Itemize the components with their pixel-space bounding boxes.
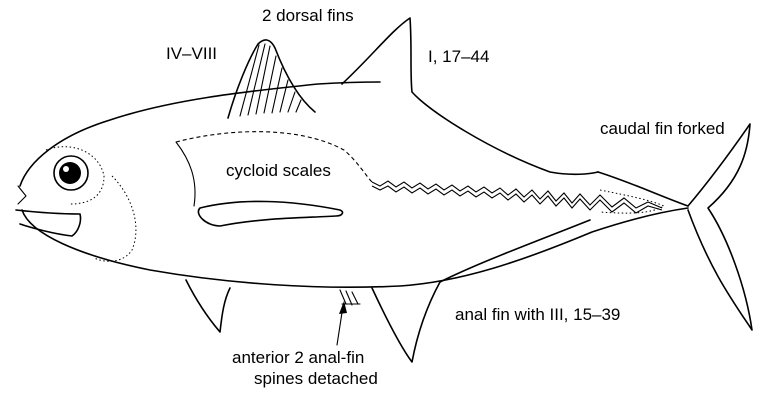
caudal-fin-label: caudal fin forked bbox=[600, 119, 725, 138]
second-dorsal-fin bbox=[342, 18, 598, 174]
detached-spines-label-line2: spines detached bbox=[254, 369, 378, 388]
anal-fin bbox=[372, 220, 590, 362]
detached-spines-label-line1: anterior 2 anal-fin bbox=[232, 348, 364, 367]
arrow-up-icon bbox=[337, 301, 347, 345]
anal-fin-label: anal fin with III, 15–39 bbox=[455, 305, 620, 324]
fish-body bbox=[20, 82, 688, 287]
pelvic-fin bbox=[186, 280, 230, 332]
dorsal-fins-label: 2 dorsal fins bbox=[262, 6, 354, 25]
pectoral-fin bbox=[198, 201, 342, 226]
second-dorsal-label: I, 17–44 bbox=[428, 47, 489, 66]
caudal-fin bbox=[688, 124, 752, 330]
scales-label: cycloid scales bbox=[226, 161, 331, 180]
detached-anal-spines bbox=[340, 290, 360, 305]
lateral-line-scutes bbox=[372, 181, 664, 213]
first-dorsal-label: IV–VIII bbox=[166, 44, 217, 63]
first-dorsal-fin bbox=[228, 40, 315, 118]
